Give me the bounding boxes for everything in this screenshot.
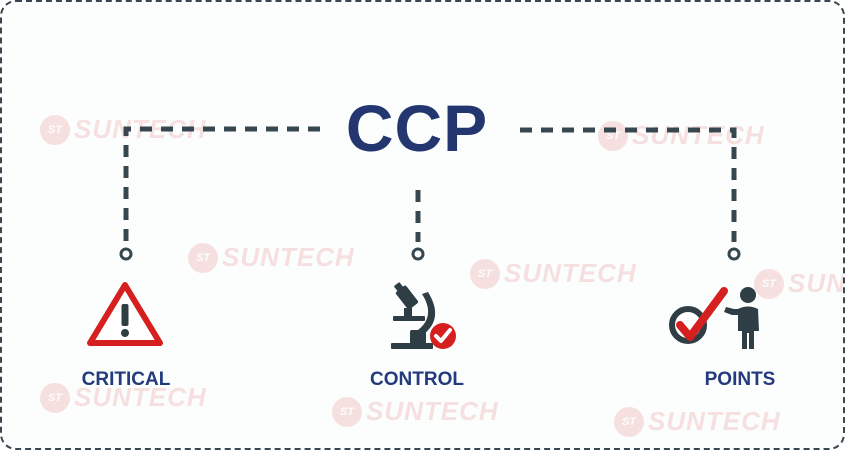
diagram-title: CCP [345,91,489,165]
person-checkmark-icon [669,287,759,349]
item-label-critical: CRITICAL [81,369,171,390]
warning-triangle-icon [87,282,163,346]
connector-node-right [727,247,741,261]
item-label-points: POINTS [704,369,776,390]
connector-node-center [411,247,425,261]
connector-left [123,126,320,242]
connector-right [520,127,737,242]
item-label-control: CONTROL [370,369,464,390]
connector-node-left [119,247,133,261]
microscope-check-icon [391,282,456,349]
